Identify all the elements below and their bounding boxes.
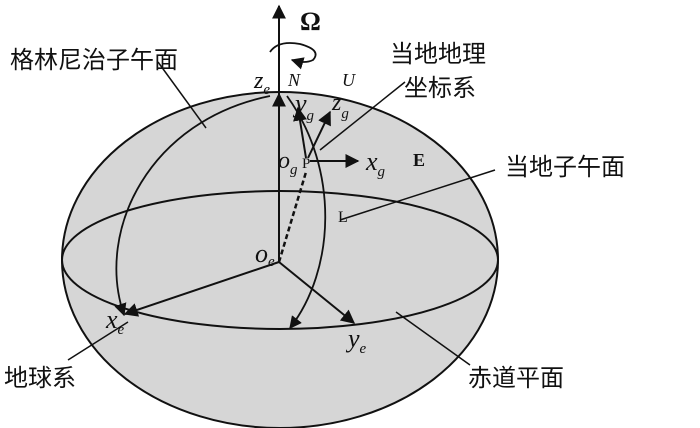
yg-label: yg xyxy=(292,89,315,124)
ze-label: ze xyxy=(253,68,270,98)
earth-frame-label: 地球系 xyxy=(4,364,76,392)
equator-plane-label: 赤道平面 xyxy=(468,364,564,392)
local-geographic-leader xyxy=(319,81,406,151)
rotation-arrow xyxy=(269,42,317,70)
oe-label: oe xyxy=(255,239,275,270)
P-label: P xyxy=(302,156,310,172)
earth-frame-leader xyxy=(67,321,129,361)
local-meridian-arc xyxy=(286,95,327,329)
zg-axis xyxy=(307,110,331,159)
N-label: N xyxy=(287,70,301,90)
local-meridian-label: 当地子午面 xyxy=(505,153,625,181)
local-geographic-label-2: 坐标系 xyxy=(404,74,476,102)
greenwich-meridian-label: 格林尼治子午面 xyxy=(10,46,178,74)
og-label: og xyxy=(278,148,298,178)
ye-axis xyxy=(278,261,356,324)
omega-label: Ω xyxy=(300,7,321,36)
L-label: L xyxy=(338,209,348,226)
ye-label: ye xyxy=(345,324,367,357)
zg-label: zg xyxy=(331,90,349,122)
yg-axis xyxy=(293,106,307,159)
xe-axis xyxy=(123,261,280,317)
local-meridian-leader xyxy=(339,169,496,221)
xg-label: xg xyxy=(365,147,386,180)
xe-label: xe xyxy=(105,305,125,338)
E-label: E xyxy=(413,150,425,170)
local-geographic-label-1: 当地地理 xyxy=(390,40,486,68)
U-label: U xyxy=(342,70,356,90)
greenwich-leader xyxy=(157,61,207,129)
greenwich-meridian-arc xyxy=(114,95,271,317)
equator-leader xyxy=(395,311,471,366)
